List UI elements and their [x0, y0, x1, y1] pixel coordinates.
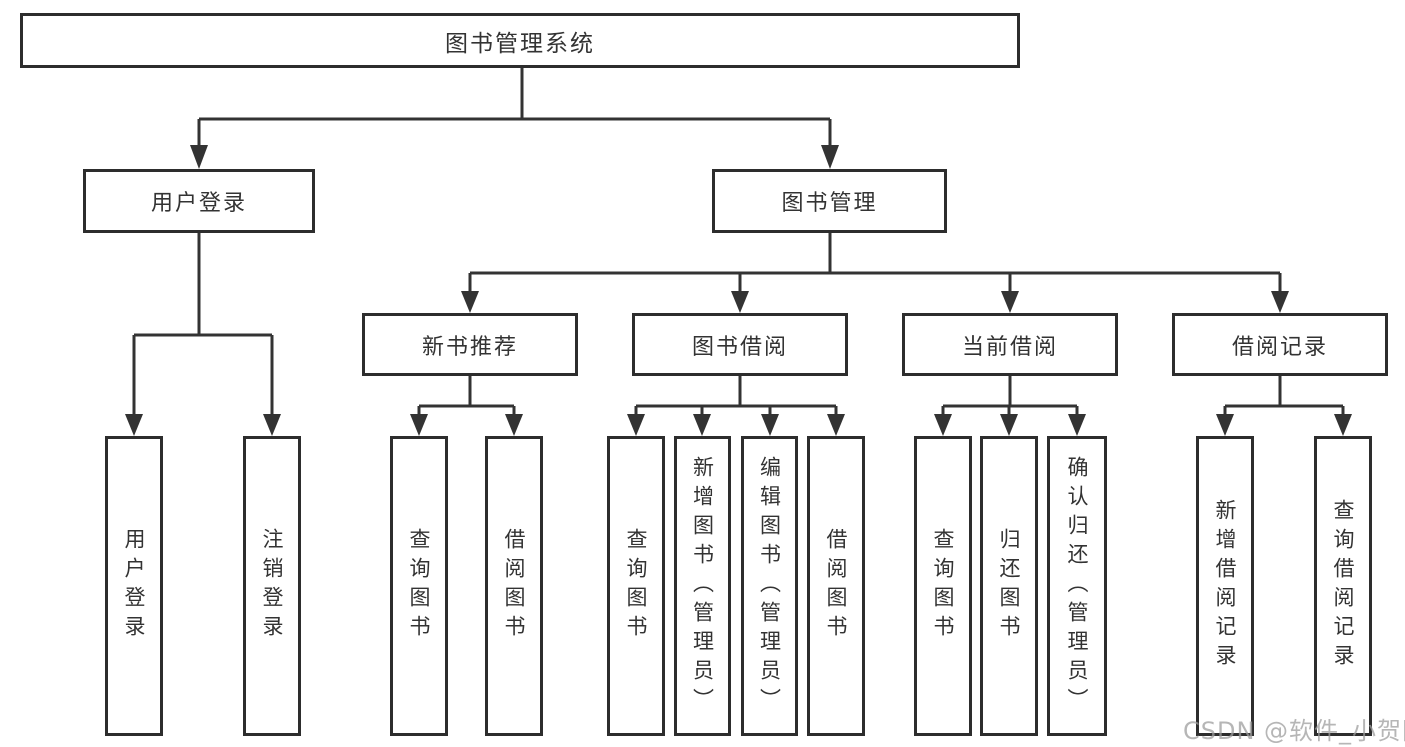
leaf-add-borrow-record: 新增借阅记录: [1196, 436, 1254, 736]
arrow-down-icon: [505, 414, 523, 436]
node-label: 归还图书: [997, 528, 1021, 644]
arrow-down-icon: [1000, 414, 1018, 436]
node-label: 查询图书: [624, 528, 648, 644]
arrow-down-icon: [1271, 291, 1289, 313]
connector-book-management-to-level3: [461, 233, 1289, 313]
node-label: 新增图书（管理员）: [690, 455, 715, 717]
node-book-management: 图书管理: [712, 169, 947, 233]
arrow-down-icon: [827, 414, 845, 436]
leaf-add-book-admin: 新增图书（管理员）: [674, 436, 731, 736]
arrow-down-icon: [410, 414, 428, 436]
node-book-borrow: 图书借阅: [632, 313, 848, 376]
node-label: 用户登录: [122, 528, 146, 644]
node-label: 新书推荐: [421, 334, 518, 360]
node-label: 借阅图书: [824, 528, 848, 644]
connector-new-book-recommend-children: [410, 376, 523, 436]
arrow-down-icon: [934, 414, 952, 436]
node-label: 编辑图书（管理员）: [757, 455, 782, 717]
node-label: 确认归还（管理员）: [1065, 455, 1089, 717]
node-label: 用户登录: [150, 191, 247, 216]
leaf-query-borrow-record: 查询借阅记录: [1314, 436, 1372, 736]
leaf-user-login: 用户登录: [105, 436, 163, 736]
connector-current-borrow-children: [934, 376, 1086, 436]
arrow-down-icon: [693, 414, 711, 436]
leaf-return-book: 归还图书: [980, 436, 1038, 736]
arrow-down-icon: [1068, 414, 1086, 436]
arrow-down-icon: [761, 414, 779, 436]
connector-book-borrow-children: [627, 376, 845, 436]
node-label: 图书管理: [781, 191, 878, 216]
node-label: 新增借阅记录: [1213, 499, 1237, 673]
node-label: 查询图书: [931, 528, 955, 644]
leaf-query-books-borrow: 查询图书: [607, 436, 665, 736]
node-label: 当前借阅: [961, 334, 1058, 360]
leaf-borrow-books: 借阅图书: [807, 436, 865, 736]
arrow-down-icon: [627, 414, 645, 436]
node-current-borrow: 当前借阅: [902, 313, 1118, 376]
arrow-down-icon: [821, 145, 839, 169]
node-label: 查询借阅记录: [1331, 499, 1355, 673]
arrow-down-icon: [125, 414, 143, 436]
arrow-down-icon: [263, 414, 281, 436]
leaf-query-books-recommend: 查询图书: [390, 436, 448, 736]
arrow-down-icon: [461, 291, 479, 313]
node-library-management-system: 图书管理系统: [20, 13, 1020, 68]
leaf-query-books-current: 查询图书: [914, 436, 972, 736]
leaf-confirm-return-admin: 确认归还（管理员）: [1047, 436, 1107, 736]
node-label: 图书管理系统: [445, 30, 595, 57]
node-borrow-records: 借阅记录: [1172, 313, 1388, 376]
csdn-watermark: CSDN @软件_小贺同学: [1183, 717, 1405, 745]
node-user-login: 用户登录: [83, 169, 315, 233]
arrow-down-icon: [1334, 414, 1352, 436]
leaf-logout: 注销登录: [243, 436, 301, 736]
leaf-borrow-books-recommend: 借阅图书: [485, 436, 543, 736]
node-label: 借阅记录: [1231, 334, 1328, 360]
arrow-down-icon: [1216, 414, 1234, 436]
connector-user-login-children: [125, 233, 281, 436]
node-new-book-recommend: 新书推荐: [362, 313, 578, 376]
leaf-edit-book-admin: 编辑图书（管理员）: [741, 436, 798, 736]
node-label: 借阅图书: [502, 528, 526, 644]
node-label: 图书借阅: [691, 334, 788, 360]
arrow-down-icon: [731, 291, 749, 313]
arrow-down-icon: [190, 145, 208, 169]
node-label: 注销登录: [260, 528, 284, 644]
connector-root-to-level2: [190, 68, 839, 169]
arrow-down-icon: [1001, 291, 1019, 313]
node-label: 查询图书: [407, 528, 431, 644]
connector-borrow-records-children: [1216, 376, 1352, 436]
